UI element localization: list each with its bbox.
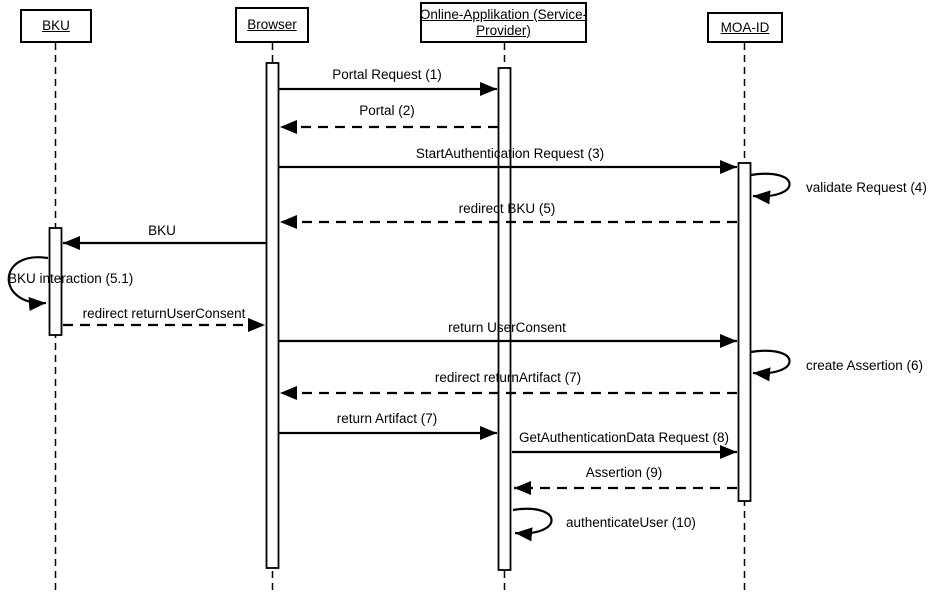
arrow-validate-request-self: [750, 172, 791, 205]
activation-browser: [265, 62, 280, 569]
actor-browser: Browser: [235, 7, 309, 43]
actor-browser-label: Browser: [247, 17, 297, 32]
actor-bku: BKU: [20, 9, 92, 43]
activation-online-app: [497, 67, 512, 571]
actor-moa-id: MOA-ID: [707, 12, 783, 43]
activation-bku: [48, 227, 63, 336]
message-label-get-authentication-data: GetAuthenticationData Request (8): [518, 430, 730, 445]
message-label-portal-request: Portal Request (1): [332, 67, 442, 82]
message-label-assertion: Assertion (9): [585, 465, 663, 480]
message-label-start-authentication: StartAuthentication Request (3): [415, 146, 605, 161]
message-label-authenticate-user: authenticateUser (10): [566, 515, 696, 530]
actor-online-app-label-line2: Provider): [476, 22, 531, 38]
message-label-redirect-return-artifact: redirect returnArtifact (7): [434, 370, 582, 385]
message-label-bku: BKU: [148, 223, 176, 238]
message-label-redirect-return-user-consent: redirect returnUserConsent: [82, 306, 246, 321]
message-label-validate-request: validate Request (4): [806, 180, 927, 195]
message-label-return-user-consent: return UserConsent: [448, 320, 566, 335]
message-label-portal: Portal (2): [359, 103, 415, 118]
actor-online-app: Online-Applikation (Service- Provider): [420, 2, 587, 43]
message-label-bku-interaction: BKU interaction (5.1): [8, 271, 134, 286]
actor-moa-id-label: MOA-ID: [720, 19, 770, 35]
message-label-return-artifact: return Artifact (7): [336, 411, 438, 426]
activation-moa-id: [737, 162, 752, 502]
arrow-authenticate-user-self: [512, 507, 553, 542]
actor-bku-label: BKU: [42, 18, 70, 33]
message-label-redirect-bku: redirect BKU (5): [458, 201, 556, 216]
actor-online-app-label-line1: Online-Applikation (Service-: [419, 6, 588, 22]
arrow-create-assertion-self: [750, 349, 791, 382]
arrow-bku-interaction-self: [7, 256, 49, 311]
message-label-create-assertion: create Assertion (6): [806, 358, 924, 373]
